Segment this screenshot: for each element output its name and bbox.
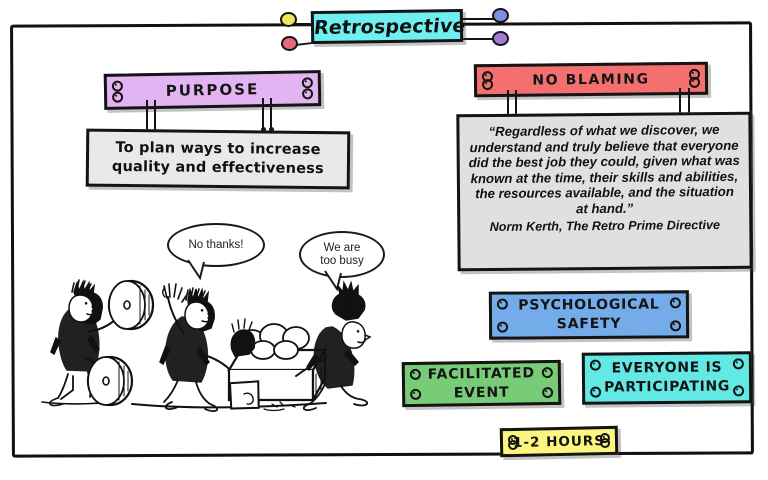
title-string-right-top — [455, 18, 499, 20]
facilitated-event-card: FACILITATED EVENT — [401, 359, 562, 408]
speech-bubble-left-tail — [187, 259, 205, 280]
purpose-header-card: PURPOSE — [103, 70, 322, 110]
purpose-body-line2: quality and effectiveness — [111, 158, 324, 178]
purpose-body-text: To plan ways to increase quality and eff… — [89, 139, 347, 180]
facilitated-event-label: FACILITATED EVENT — [405, 363, 559, 403]
pushpin-icon — [670, 320, 682, 332]
speech-bubble-right: We are too busy — [299, 231, 385, 278]
pushpin-icon — [409, 368, 421, 380]
pushpin-icon — [497, 321, 509, 333]
purpose-body-line1: To plan ways to increase — [115, 139, 321, 159]
pushpin-icon — [733, 385, 745, 397]
hanger-string — [144, 100, 150, 134]
title-pin-yellow — [280, 12, 297, 27]
bubble-right-line2: too busy — [320, 254, 364, 267]
psychological-safety-label: PSYCHOLOGICAL SAFETY — [492, 295, 686, 334]
facil-line1: FACILITATED — [427, 364, 536, 383]
speech-bubble-right-text: We are too busy — [320, 242, 363, 268]
title-string-right-bottom — [455, 38, 499, 40]
hanger-string — [260, 98, 266, 132]
page-title: Retrospective — [312, 14, 467, 39]
pushpin-icon — [542, 387, 554, 399]
title-pin-purple — [492, 31, 509, 46]
pushpin-icon — [732, 358, 744, 370]
pushpin-icon — [496, 298, 508, 310]
pushpin-icon — [481, 79, 494, 91]
everyone-participating-card: EVERYONE IS PARTICIPATING — [581, 351, 753, 405]
pushpin-icon — [688, 76, 701, 88]
duration-card: 1-2 HOURS — [499, 425, 619, 458]
everyone-participating-label: EVERYONE IS PARTICIPATING — [585, 358, 749, 397]
facil-line2: EVENT — [453, 384, 510, 401]
hanger-string — [268, 98, 274, 132]
title-pin-blue — [492, 8, 509, 23]
duration-label: 1-2 HOURS — [512, 432, 606, 451]
prime-directive-quote-card: “Regardless of what we discover, we unde… — [456, 111, 753, 272]
hanger-string — [152, 100, 158, 134]
pushpin-icon — [589, 359, 601, 371]
speech-bubble-right-tail — [324, 270, 342, 291]
quote-text: “Regardless of what we discover, we unde… — [468, 121, 740, 217]
pushpin-icon — [301, 88, 314, 100]
title-string-left-top — [288, 23, 326, 25]
pushpin-icon — [590, 386, 602, 398]
square-wheels-cartoon — [41, 279, 372, 412]
pushpin-icon — [541, 367, 553, 379]
title-pin-red — [281, 36, 298, 51]
no-blaming-label: NO BLAMING — [532, 70, 650, 89]
purpose-header-label: PURPOSE — [165, 80, 260, 100]
quote-attribution: Norm Kerth, The Retro Prime Directive — [489, 217, 720, 234]
bubble-right-line1: We are — [323, 241, 361, 254]
pushpin-icon — [669, 297, 681, 309]
everyone-line2: PARTICIPATING — [604, 378, 731, 396]
poster-title-card: Retrospective — [310, 8, 467, 45]
psych-line1: PSYCHOLOGICAL — [518, 296, 660, 314]
speech-bubble-left-text: No thanks! — [188, 238, 244, 251]
everyone-line1: EVERYONE IS — [611, 359, 723, 377]
speech-bubble-left: No thanks! — [167, 223, 265, 267]
pushpin-icon — [112, 91, 124, 103]
psychological-safety-card: PSYCHOLOGICAL SAFETY — [488, 290, 690, 340]
purpose-body-card: To plan ways to increase quality and eff… — [85, 128, 351, 190]
psych-line2: SAFETY — [556, 315, 622, 333]
pushpin-icon — [410, 388, 422, 400]
